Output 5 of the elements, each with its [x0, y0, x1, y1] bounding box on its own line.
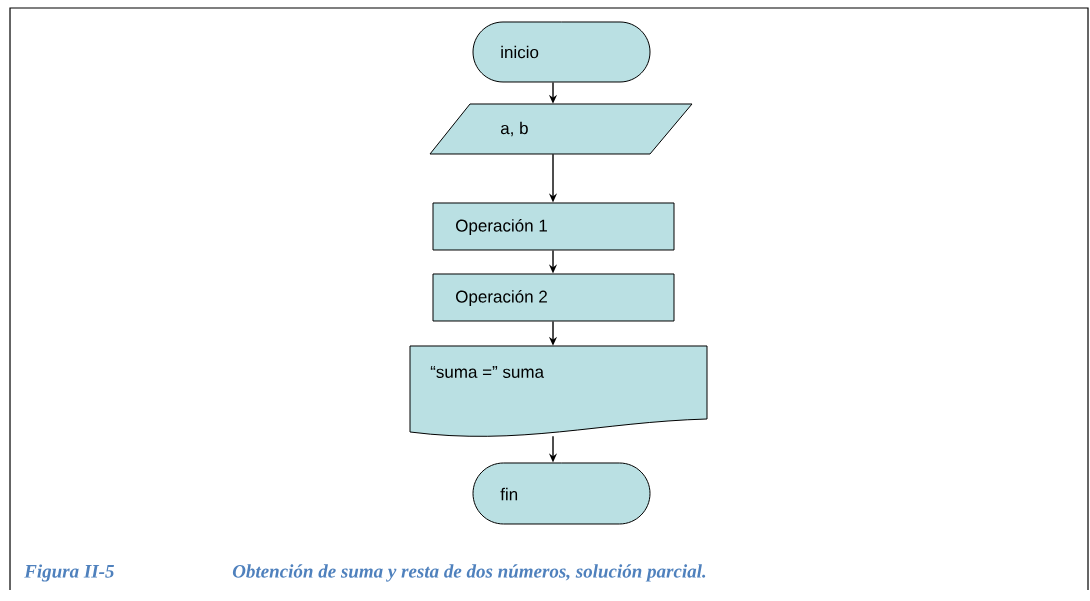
process-box: Operación 2 [432, 273, 675, 322]
input-parallelogram: a, b [429, 103, 693, 155]
figure-number: Figura II-5 [24, 564, 114, 582]
caption-text: Obtención de suma y resta de dos números, solución parcial. [232, 564, 706, 582]
process-box: Operación 1 [432, 202, 675, 251]
